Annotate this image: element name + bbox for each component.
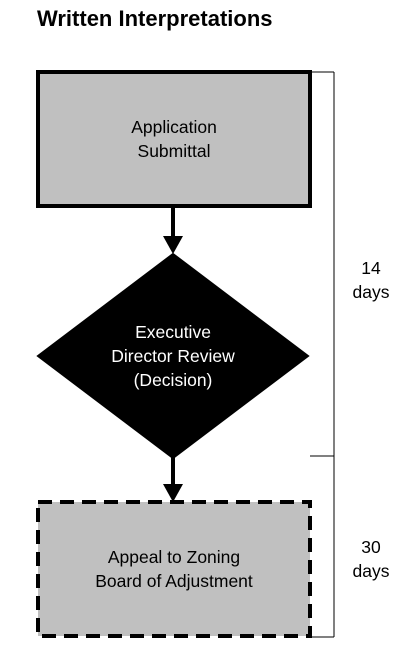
application-submittal-box	[36, 70, 312, 208]
review-line-1: Executive	[135, 322, 211, 342]
review-line-2: Director Review	[111, 346, 235, 366]
appeal-label: Appeal to Zoning Board of Adjustment	[38, 502, 310, 636]
appeal-line-2: Board of Adjustment	[95, 571, 253, 591]
review-line-3: (Decision)	[133, 370, 213, 390]
duration-second-unit: days	[352, 561, 390, 581]
arrow-head-2	[163, 484, 183, 502]
executive-review-label: Executive Director Review (Decision)	[38, 307, 308, 405]
appeal-line-1: Appeal to Zoning	[107, 547, 241, 567]
duration-first-number: 14	[361, 258, 381, 278]
duration-second: 30 days	[336, 535, 406, 583]
appeal-box	[36, 500, 312, 638]
application-line-2: Submittal	[137, 141, 211, 161]
duration-second-number: 30	[361, 537, 381, 557]
arrow-head-1	[163, 236, 183, 254]
application-submittal-label: Application Submittal	[38, 72, 310, 206]
application-line-1: Application	[131, 117, 217, 137]
duration-first: 14 days	[336, 256, 406, 304]
duration-first-unit: days	[352, 282, 390, 302]
diagram-title: Written Interpretations	[37, 6, 273, 31]
